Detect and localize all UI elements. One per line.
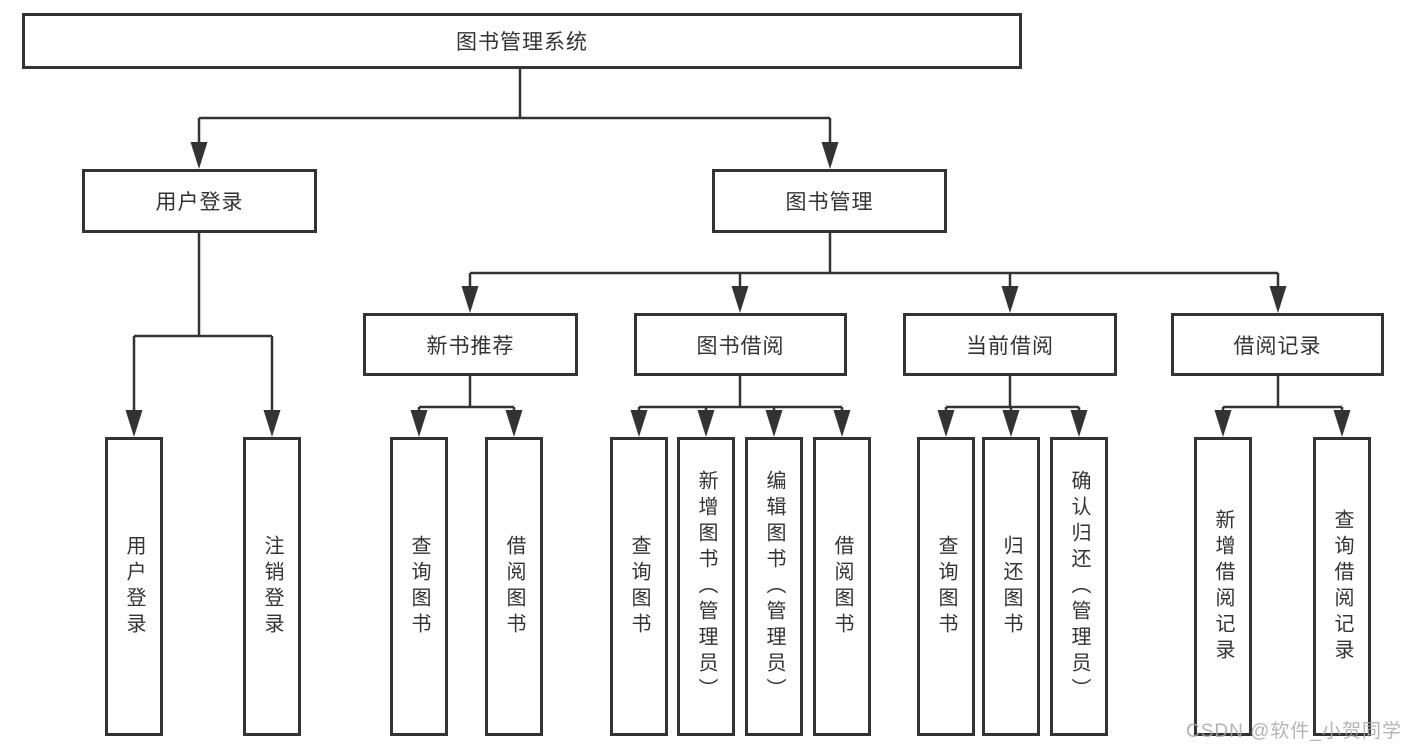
leaf-search-borrow-record: 查询借阅记录 (1313, 437, 1371, 736)
arrow-down-icon (1214, 410, 1232, 437)
leaf-label: 借阅图书 (831, 534, 853, 639)
edge-current-borrow-to-leaves (944, 376, 1081, 414)
edge-book-borrow-to-leaves (637, 376, 844, 414)
arrow-down-icon (821, 142, 839, 169)
node-root-library-system: 图书管理系统 (22, 13, 1022, 69)
leaf-confirm-return-admin: 确认归还（管理员） (1050, 437, 1108, 736)
csdn-watermark: CSDN @软件_小贺同学 (1186, 721, 1402, 742)
leaf-search-books-recommend: 查询图书 (390, 437, 448, 736)
leaf-label: 查询图书 (628, 534, 650, 639)
node-label: 用户登录 (155, 191, 244, 214)
leaf-label: 新增图书（管理员） (695, 469, 717, 704)
node-label: 当前借阅 (966, 334, 1054, 358)
arrow-down-icon (937, 410, 955, 437)
arrow-down-icon (1070, 410, 1088, 437)
leaf-label: 借阅图书 (503, 534, 525, 639)
arrow-down-icon (461, 286, 479, 313)
node-current-borrowing: 当前借阅 (903, 313, 1117, 376)
leaf-borrow-books-recommend: 借阅图书 (485, 437, 543, 736)
arrow-down-icon (1269, 286, 1287, 313)
leaf-user-login: 用户登录 (105, 437, 163, 736)
leaf-return-books: 归还图书 (982, 437, 1040, 736)
node-label: 图书管理系统 (456, 31, 588, 54)
arrow-down-icon (263, 410, 281, 437)
node-label: 新书推荐 (426, 334, 515, 358)
leaf-label: 新增借阅记录 (1212, 508, 1234, 665)
arrow-down-icon (731, 286, 749, 313)
leaf-label: 归还图书 (1000, 534, 1022, 639)
edge-user-login-to-leaves (132, 233, 274, 414)
edge-borrow-record-to-leaves (1221, 376, 1344, 414)
leaf-label: 查询借阅记录 (1331, 508, 1353, 665)
arrow-down-icon (765, 410, 783, 437)
edge-new-book-to-leaves (417, 376, 516, 414)
arrow-down-icon (125, 410, 143, 437)
node-new-book-recommendation: 新书推荐 (363, 313, 578, 376)
edge-root-to-level2 (197, 69, 832, 146)
arrow-down-icon (697, 410, 715, 437)
node-book-management: 图书管理 (712, 169, 947, 233)
leaf-edit-books-admin: 编辑图书（管理员） (745, 437, 803, 736)
node-label: 借阅记录 (1233, 334, 1322, 358)
node-borrowing-records: 借阅记录 (1171, 313, 1384, 376)
node-user-login: 用户登录 (82, 169, 317, 233)
leaf-label: 注销登录 (261, 534, 283, 639)
node-label: 图书管理 (785, 191, 874, 214)
node-book-borrowing: 图书借阅 (634, 313, 847, 376)
leaf-add-borrow-record: 新增借阅记录 (1194, 437, 1252, 736)
leaf-logout: 注销登录 (243, 437, 301, 736)
leaf-add-books-admin: 新增图书（管理员） (677, 437, 735, 736)
arrow-down-icon (410, 410, 428, 437)
leaf-label: 用户登录 (123, 534, 145, 639)
arrow-down-icon (505, 410, 523, 437)
leaf-borrow-books: 借阅图书 (813, 437, 871, 736)
leaf-label: 查询图书 (408, 534, 430, 639)
leaf-search-books-borrow: 查询图书 (610, 437, 668, 736)
arrow-down-icon (190, 142, 208, 169)
leaf-search-books-current: 查询图书 (917, 437, 975, 736)
arrow-down-icon (1333, 410, 1351, 437)
edge-book-management-to-level3 (468, 233, 1280, 290)
leaf-label: 查询图书 (935, 534, 957, 639)
leaf-label: 确认归还（管理员） (1068, 469, 1090, 704)
leaf-label: 编辑图书（管理员） (763, 469, 785, 704)
arrow-down-icon (1002, 410, 1020, 437)
arrow-down-icon (833, 410, 851, 437)
node-label: 图书借阅 (696, 334, 785, 358)
arrow-down-icon (630, 410, 648, 437)
arrow-down-icon (1001, 286, 1019, 313)
